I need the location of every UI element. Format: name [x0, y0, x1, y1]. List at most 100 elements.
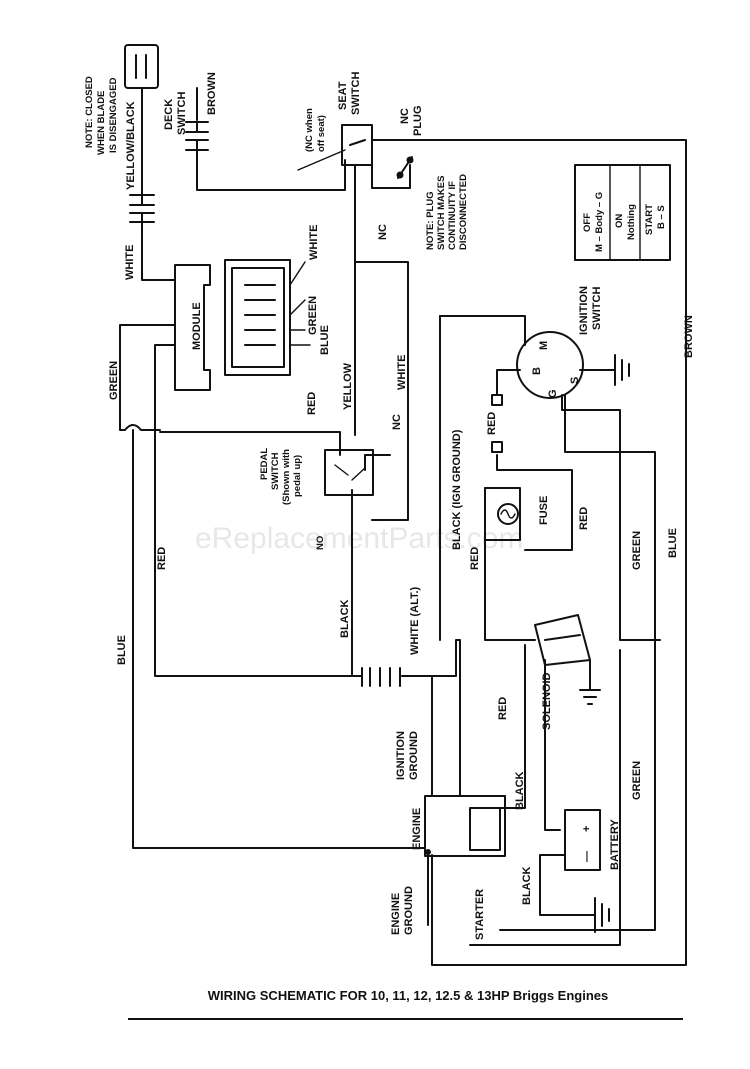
connector-yellow-black: [129, 194, 155, 229]
title-underline: [128, 1018, 683, 1020]
pedal-switch-line-3: (Shown with: [281, 449, 292, 505]
plug-note-line-2: SWITCH MAKES: [436, 176, 447, 250]
label-white-module: WHITE: [308, 225, 320, 260]
label-green-ign: GREEN: [631, 531, 643, 570]
wire-green-ign: [561, 394, 661, 641]
label-red-fuse: RED: [578, 507, 590, 530]
label-green-engine: GREEN: [631, 761, 643, 800]
label-white-alt: WHITE (ALT.): [409, 586, 421, 655]
pedal-switch-line-4: pedal up): [292, 455, 303, 497]
label-green-module: GREEN: [307, 296, 319, 335]
plug-switch: [396, 156, 414, 179]
label-black-ign-ground: BLACK (IGN GROUND): [451, 429, 463, 550]
seat-switch-line-2: SWITCH: [350, 72, 362, 115]
deck-switch-line-1: DECK: [163, 99, 175, 130]
engine-ground-line-1: ENGINE: [390, 893, 402, 935]
solenoid-label: SOLENOID: [541, 672, 553, 730]
label-blue-ign: BLUE: [667, 528, 679, 558]
ignition-ground-line-2: GROUND: [408, 731, 420, 780]
label-black-pedal: BLACK: [339, 599, 351, 638]
wire-plug: [371, 159, 411, 189]
switch-off-label: OFF: [582, 213, 593, 232]
switch-table-start: START B – S: [644, 204, 667, 235]
ignition-ground-line-1: IGNITION: [395, 731, 407, 780]
module: [174, 264, 211, 391]
watermark: eReplacementParts.com: [195, 522, 523, 555]
wires: [119, 87, 687, 966]
seat-switch-line-1: SEAT: [337, 81, 349, 110]
nc-plug-line-1: NC: [399, 108, 411, 124]
battery-minus: —: [581, 851, 593, 862]
deck-switch-note: NOTE: CLOSED WHEN BLADE IS DISENGAGED: [84, 76, 119, 155]
wire-brown-seat: [196, 159, 346, 191]
label-black-battery: BLACK: [521, 866, 533, 905]
ignition-switch-label: IGNITION SWITCH: [578, 286, 603, 335]
switch-table-off: OFF M – Body – G: [582, 192, 605, 252]
wire-nc-pedal: [364, 454, 391, 471]
seat-nc-note-line-1: (NC when: [304, 108, 315, 152]
deck-switch-label: DECK SWITCH: [163, 92, 188, 135]
ignition-switch-line-2: SWITCH: [591, 287, 603, 330]
deck-note-line-2: WHEN BLADE: [96, 91, 107, 155]
deck-switch: [124, 44, 159, 89]
wire-blue-left: [132, 429, 426, 849]
wire-brown-outer: [371, 139, 687, 966]
pedal-switch-line-2: SWITCH: [270, 452, 281, 490]
wire-green-module: [119, 324, 176, 431]
switch-start-label: START: [644, 204, 655, 235]
label-white-left: WHITE: [124, 245, 136, 280]
label-red-module: RED: [306, 392, 318, 415]
fuse: [497, 503, 519, 525]
label-red-left: RED: [156, 547, 168, 570]
red-wire-connector: [491, 394, 503, 453]
ignition-ground-label: IGNITION GROUND: [395, 731, 420, 780]
module-label: MODULE: [191, 302, 203, 350]
label-blue-left: BLUE: [116, 635, 128, 665]
battery-plus: +: [581, 826, 593, 832]
pedal-switch: [324, 449, 374, 496]
wire-green-engine: [469, 649, 621, 946]
starter-label: STARTER: [474, 889, 486, 940]
pedal-switch-label: PEDAL SWITCH (Shown with pedal up): [259, 448, 303, 505]
pedal-switch-line-1: PEDAL: [259, 448, 270, 480]
wire-black-ign-ground-top: [439, 315, 526, 346]
plug-note-line-4: DISCONNECTED: [458, 174, 469, 250]
engine-ground-line-2: GROUND: [403, 886, 415, 935]
ground-symbol-battery: [594, 897, 610, 933]
ground-symbol-ignition: [614, 354, 630, 386]
ground-symbol-solenoid: [579, 659, 601, 705]
switch-on-value: Nothing: [626, 204, 637, 240]
connector-brown: [185, 121, 209, 161]
wire-black-pedal: [351, 489, 363, 677]
deck-note-line-3: IS DISENGAGED: [108, 77, 119, 153]
seat-switch: [297, 124, 373, 171]
ign-terminal-b: B: [531, 367, 543, 375]
battery-label: BATTERY: [609, 819, 621, 870]
engine-ground-label: ENGINE GROUND: [390, 886, 415, 935]
deck-switch-line-2: SWITCH: [176, 92, 188, 135]
connector-red-black: [361, 667, 401, 687]
engine: [424, 795, 506, 857]
switch-table: [574, 164, 671, 261]
seat-nc-note: (NC when off seat): [304, 108, 327, 152]
wire-red-solenoid: [484, 487, 536, 641]
wire-white-seat: [354, 164, 409, 521]
ign-terminal-s: S: [569, 377, 581, 384]
label-black-solenoid: BLACK: [514, 771, 526, 810]
deck-note-line-1: NOTE: CLOSED: [84, 76, 95, 148]
fuse-outline: [484, 487, 521, 541]
label-blue-module: BLUE: [319, 325, 331, 355]
label-nc-pedal: NC: [391, 414, 403, 430]
switch-on-label: ON: [614, 214, 625, 228]
wire-black-battery-ground: [539, 854, 596, 916]
ign-terminal-m: M: [538, 341, 550, 350]
label-red-starter: RED: [497, 697, 509, 720]
solenoid: [534, 614, 591, 666]
seat-switch-label: SEAT SWITCH: [337, 72, 362, 115]
label-red-solenoid-top: RED: [469, 547, 481, 570]
wire-red-fuse: [496, 454, 573, 551]
wire-module-pedal: [159, 431, 341, 456]
plug-note-line-3: CONTINUITY IF: [447, 181, 458, 250]
wire-red-ign: [496, 369, 521, 396]
